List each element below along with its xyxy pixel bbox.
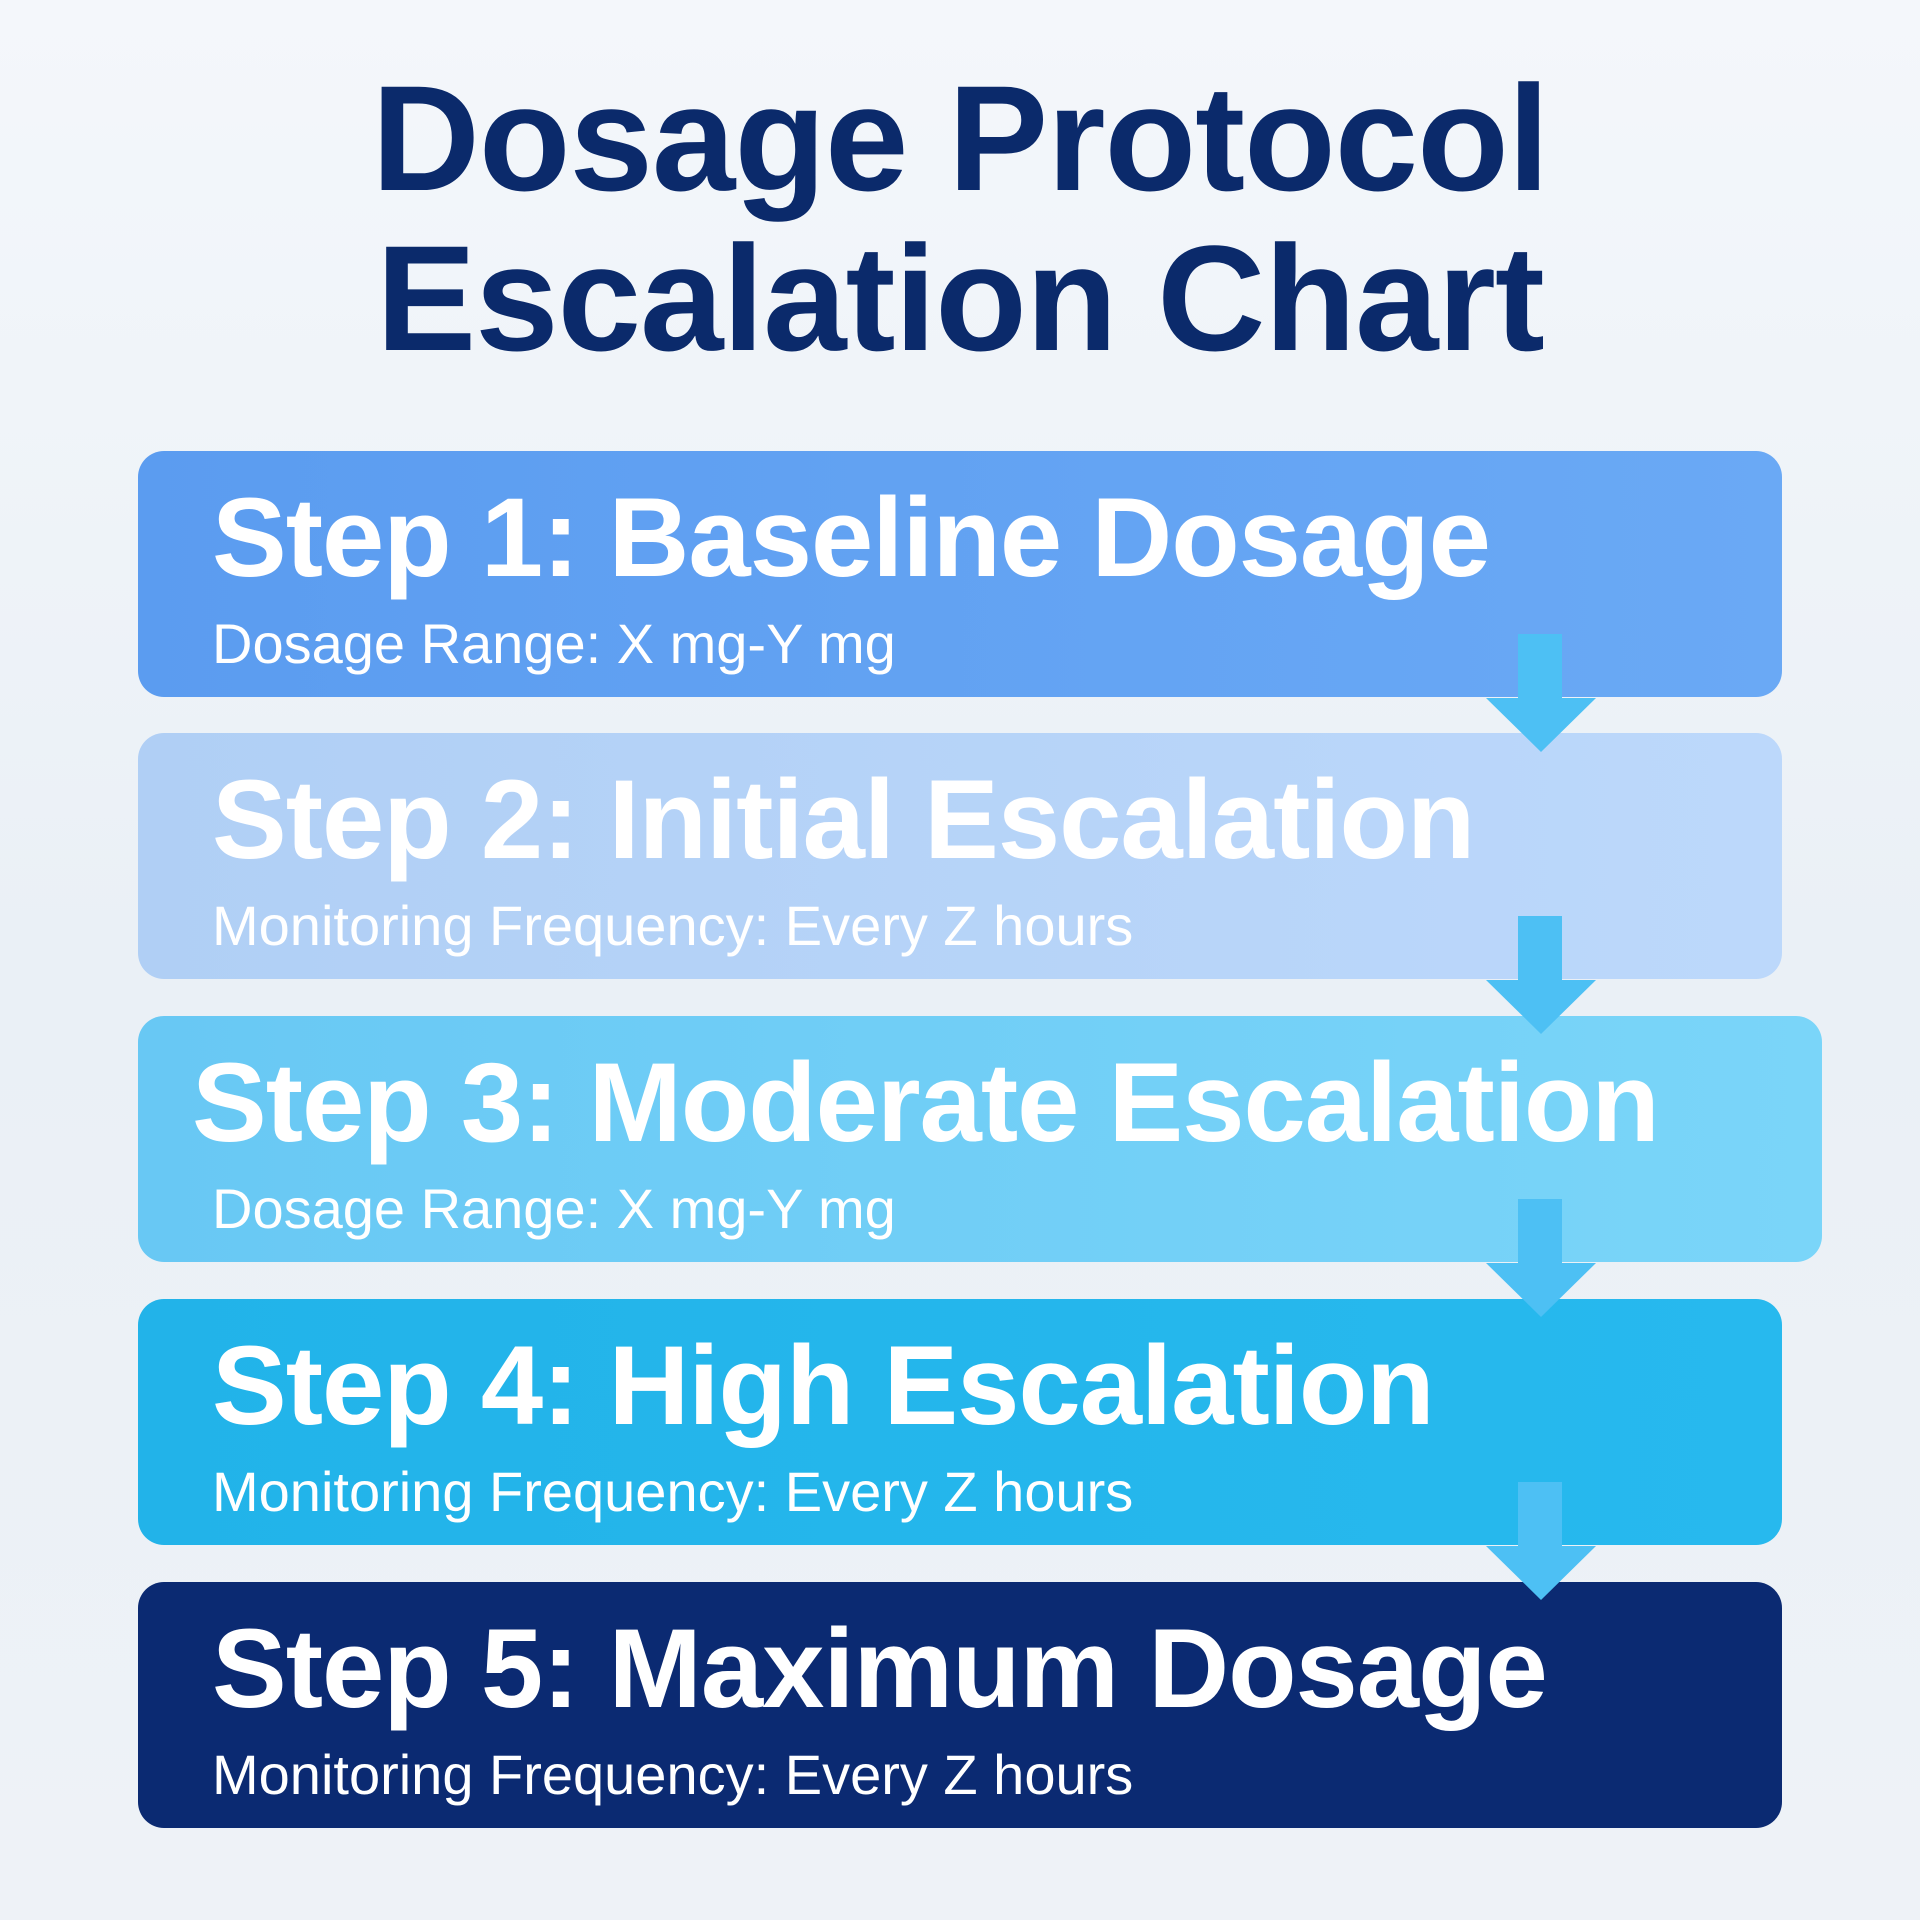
chart-title-line2: Escalation Chart	[376, 214, 1545, 382]
step-2-title: Step 2: Initial Escalation	[212, 757, 1475, 882]
step-4-detail: Monitoring Frequency: Every Z hours	[212, 1460, 1134, 1523]
chart-title-line1: Dosage Protocol	[371, 54, 1550, 222]
step-1-detail: Dosage Range: X mg-Y mg	[212, 612, 896, 675]
chart-title: Dosage Protocol Escalation Chart	[0, 58, 1920, 378]
arrow-down-icon	[1486, 916, 1596, 1034]
step-4-title: Step 4: High Escalation	[212, 1323, 1435, 1448]
arrow-down-icon	[1486, 1482, 1596, 1600]
step-3-title: Step 3: Moderate Escalation	[192, 1040, 1660, 1165]
step-3-box: Step 3: Moderate Escalation Dosage Range…	[138, 1016, 1822, 1262]
arrow-down-icon	[1486, 1199, 1596, 1317]
step-4-box: Step 4: High Escalation Monitoring Frequ…	[138, 1299, 1782, 1545]
step-1-box: Step 1: Baseline Dosage Dosage Range: X …	[138, 451, 1782, 697]
step-2-box: Step 2: Initial Escalation Monitoring Fr…	[138, 733, 1782, 979]
step-1-title: Step 1: Baseline Dosage	[212, 475, 1491, 600]
step-5-detail: Monitoring Frequency: Every Z hours	[212, 1743, 1134, 1806]
step-5-title: Step 5: Maximum Dosage	[212, 1606, 1548, 1731]
arrow-down-icon	[1486, 634, 1596, 752]
step-5-box: Step 5: Maximum Dosage Monitoring Freque…	[138, 1582, 1782, 1828]
step-2-detail: Monitoring Frequency: Every Z hours	[212, 894, 1134, 957]
step-3-detail: Dosage Range: X mg-Y mg	[212, 1177, 896, 1240]
